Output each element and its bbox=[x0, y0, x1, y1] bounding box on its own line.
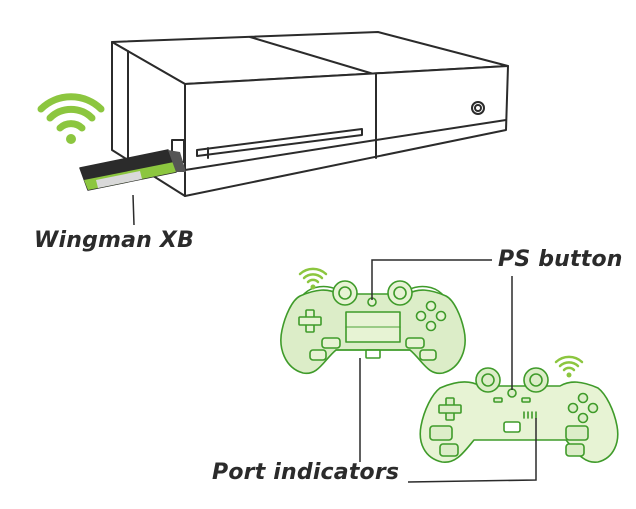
gamepad-2 bbox=[419, 367, 619, 463]
wifi-signal-icon bbox=[298, 267, 328, 290]
callout-lines bbox=[359, 259, 537, 483]
game-console bbox=[111, 31, 509, 197]
ps-button-label: PS button bbox=[498, 247, 623, 272]
dongle-label: Wingman XB bbox=[34, 228, 195, 253]
wifi-signal-icon bbox=[37, 93, 105, 144]
gamepad-1 bbox=[280, 280, 466, 375]
wifi-signal-icon bbox=[554, 355, 584, 378]
port-indicators-label: Port indicators bbox=[212, 460, 400, 485]
wingman-xb-dongle bbox=[79, 149, 186, 226]
